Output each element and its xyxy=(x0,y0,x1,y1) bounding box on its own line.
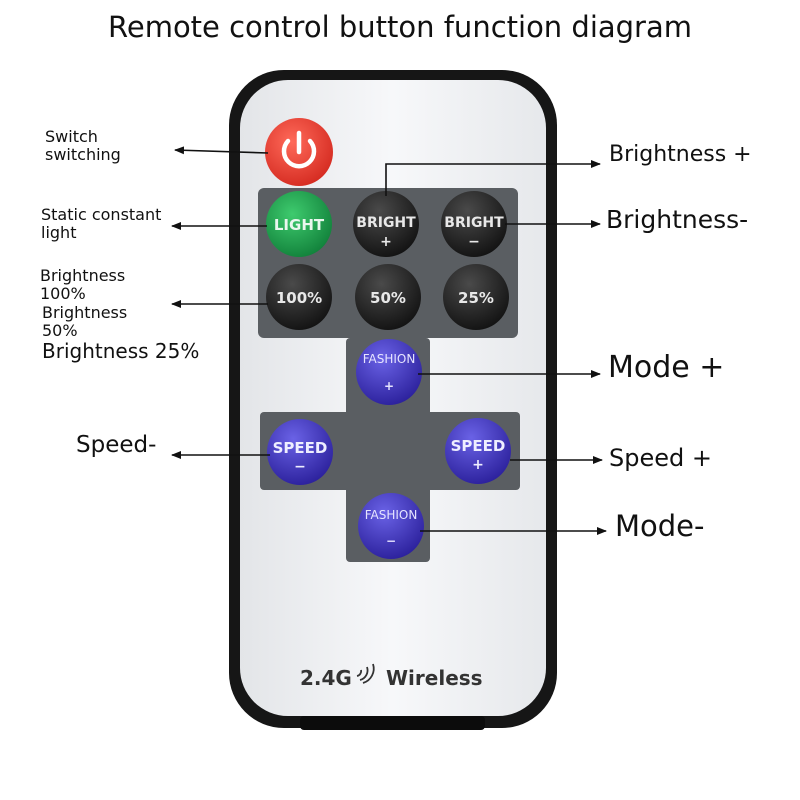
fashion-minus-button[interactable]: FASHION − xyxy=(358,493,424,559)
bright-minus-button[interactable]: BRIGHT − xyxy=(441,191,507,257)
label-static-constant-light: Static constant light xyxy=(41,206,161,242)
label-brightness-50: Brightness 50% xyxy=(42,304,127,340)
brightness-50-button[interactable]: 50% xyxy=(355,264,421,330)
label-mode-minus: Mode- xyxy=(615,509,705,543)
speed-plus-label: SPEED xyxy=(451,437,506,455)
label-b50-line1: Brightness xyxy=(42,303,128,322)
label-brightness-25: Brightness 25% xyxy=(42,339,200,363)
brightness-100-button[interactable]: 100% xyxy=(266,264,332,330)
label-static-line1: Static constant xyxy=(41,205,162,224)
fashion-plus-button[interactable]: FASHION + xyxy=(356,339,422,405)
label-switch-line2: switching xyxy=(45,145,121,164)
remote-bottom-edge xyxy=(300,716,485,730)
wireless-signal-icon xyxy=(356,663,375,684)
label-speed-plus: Speed + xyxy=(609,444,712,472)
speed-plus-button[interactable]: SPEED + xyxy=(445,418,511,484)
bright-minus-sign: − xyxy=(468,234,480,250)
label-brightness-minus: Brightness- xyxy=(606,205,749,234)
label-b50-line2: 50% xyxy=(42,321,78,340)
speed-minus-button[interactable]: SPEED − xyxy=(267,419,333,485)
bright-plus-label: BRIGHT xyxy=(356,215,416,231)
fashion-minus-sign: − xyxy=(386,534,396,548)
diagram-title: Remote control button function diagram xyxy=(108,10,692,44)
fashion-plus-sign: + xyxy=(384,379,394,393)
label-brightness-plus: Brightness + xyxy=(609,142,752,167)
label-b100-line1: Brightness xyxy=(40,266,126,285)
arrow-brightness-plus xyxy=(385,160,601,196)
label-b100-line2: 100% xyxy=(40,284,86,303)
footer-frequency: 2.4G xyxy=(300,666,352,690)
label-switch-line1: Switch xyxy=(45,127,98,146)
footer-wireless: Wireless xyxy=(386,666,483,690)
label-brightness-100: Brightness 100% xyxy=(40,267,125,303)
bright-minus-label: BRIGHT xyxy=(444,215,504,231)
light-button[interactable]: LIGHT xyxy=(266,191,332,257)
power-icon xyxy=(281,130,317,169)
power-button[interactable] xyxy=(265,118,333,186)
arrow-switch xyxy=(174,146,269,155)
light-button-label: LIGHT xyxy=(274,216,325,234)
label-static-line2: light xyxy=(41,223,77,242)
label-switch-switching: Switch switching xyxy=(45,128,121,164)
speed-minus-label: SPEED xyxy=(273,439,328,457)
speed-minus-sign: − xyxy=(294,459,306,475)
speed-plus-sign: + xyxy=(472,457,484,473)
fashion-plus-label: FASHION xyxy=(363,352,416,366)
brightness-25-button[interactable]: 25% xyxy=(443,264,509,330)
label-mode-plus: Mode + xyxy=(608,350,725,385)
label-speed-minus: Speed- xyxy=(76,432,157,458)
brightness-25-label: 25% xyxy=(458,289,494,307)
bright-plus-sign: + xyxy=(380,234,392,250)
bright-plus-button[interactable]: BRIGHT + xyxy=(353,191,419,257)
fashion-minus-label: FASHION xyxy=(365,508,418,522)
brightness-100-label: 100% xyxy=(276,289,322,307)
brightness-50-label: 50% xyxy=(370,289,406,307)
